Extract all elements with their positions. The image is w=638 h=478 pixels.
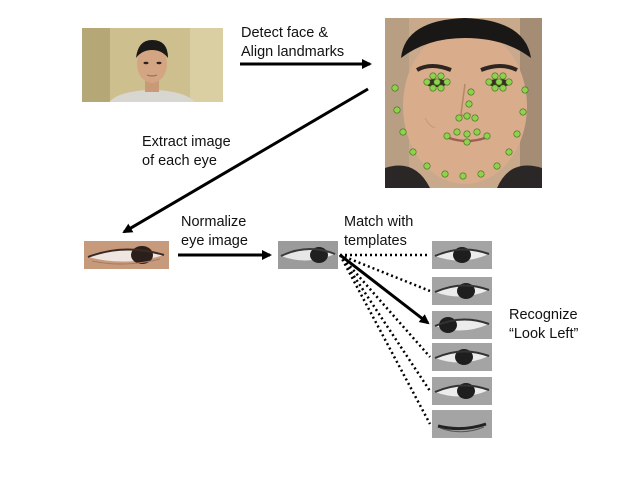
best-match-arrow	[339, 253, 430, 325]
detect-line-1: Detect face &	[241, 25, 329, 41]
template-match-ray	[338, 254, 432, 425]
normalized-eye-image	[278, 241, 338, 269]
landmark-point	[485, 78, 493, 86]
landmark-point	[429, 72, 437, 80]
landmark-point	[429, 84, 437, 92]
landmark-point	[437, 72, 445, 80]
landmark-point	[453, 128, 461, 136]
extract-step-label: Extract image of each eye	[142, 133, 231, 171]
landmark-point	[477, 170, 485, 178]
landmark-point	[463, 112, 471, 120]
landmark-point	[391, 84, 399, 92]
landmark-point	[443, 78, 451, 86]
landmark-point	[467, 88, 475, 96]
match-line-2: templates	[344, 233, 407, 249]
detect-line-2: Align landmarks	[241, 44, 345, 60]
landmark-point	[491, 84, 499, 92]
normalize-line-2: eye image	[181, 233, 248, 249]
landmark-point	[437, 84, 445, 92]
recognize-line-2: “Look Left”	[509, 326, 579, 342]
landmark-point	[471, 114, 479, 122]
landmark-point	[455, 114, 463, 122]
landmark-point	[423, 162, 431, 170]
landmark-point	[459, 172, 467, 180]
template-match-ray	[339, 253, 431, 293]
normalize-step-label: Normalize eye image	[181, 213, 248, 251]
landmark-point	[505, 148, 513, 156]
match-step-label: Match with templates	[344, 213, 413, 251]
landmark-point	[491, 72, 499, 80]
landmark-face-photo	[385, 18, 542, 188]
landmark-point	[463, 130, 471, 138]
eye-template-look-left	[432, 311, 492, 339]
eye-template-look-right	[432, 343, 492, 371]
eye-template-closed	[432, 410, 492, 438]
template-match-ray	[339, 254, 431, 358]
landmark-point	[519, 108, 527, 116]
landmark-point	[495, 78, 503, 86]
landmark-point	[465, 100, 473, 108]
landmark-point	[441, 170, 449, 178]
template-match-ray	[338, 254, 432, 392]
landmark-point	[521, 86, 529, 94]
input-face-photo	[82, 28, 223, 102]
detect-step-label: Detect face & Align landmarks	[241, 24, 344, 62]
eye-template-look-down	[432, 377, 492, 405]
landmark-point	[393, 106, 401, 114]
landmark-point	[473, 128, 481, 136]
extracted-eye-image	[84, 241, 169, 269]
landmark-point	[443, 132, 451, 140]
landmark-point	[499, 84, 507, 92]
recognize-line-1: Recognize	[509, 307, 578, 323]
arrow-extract	[122, 87, 369, 234]
landmark-point	[399, 128, 407, 136]
landmark-point	[493, 162, 501, 170]
match-line-1: Match with	[344, 214, 414, 230]
landmark-point	[505, 78, 513, 86]
normalize-line-1: Normalize	[181, 214, 247, 230]
landmark-point	[483, 132, 491, 140]
eye-template-look-center	[432, 241, 492, 269]
landmark-point	[513, 130, 521, 138]
landmark-point	[409, 148, 417, 156]
landmark-point	[499, 72, 507, 80]
landmark-point	[433, 78, 441, 86]
extract-line-1: Extract image	[142, 134, 231, 150]
eye-template-look-up	[432, 277, 492, 305]
landmark-point	[423, 78, 431, 86]
landmark-point	[463, 138, 471, 146]
extract-line-2: of each eye	[142, 153, 217, 169]
recognize-step-label: Recognize “Look Left”	[509, 306, 578, 344]
